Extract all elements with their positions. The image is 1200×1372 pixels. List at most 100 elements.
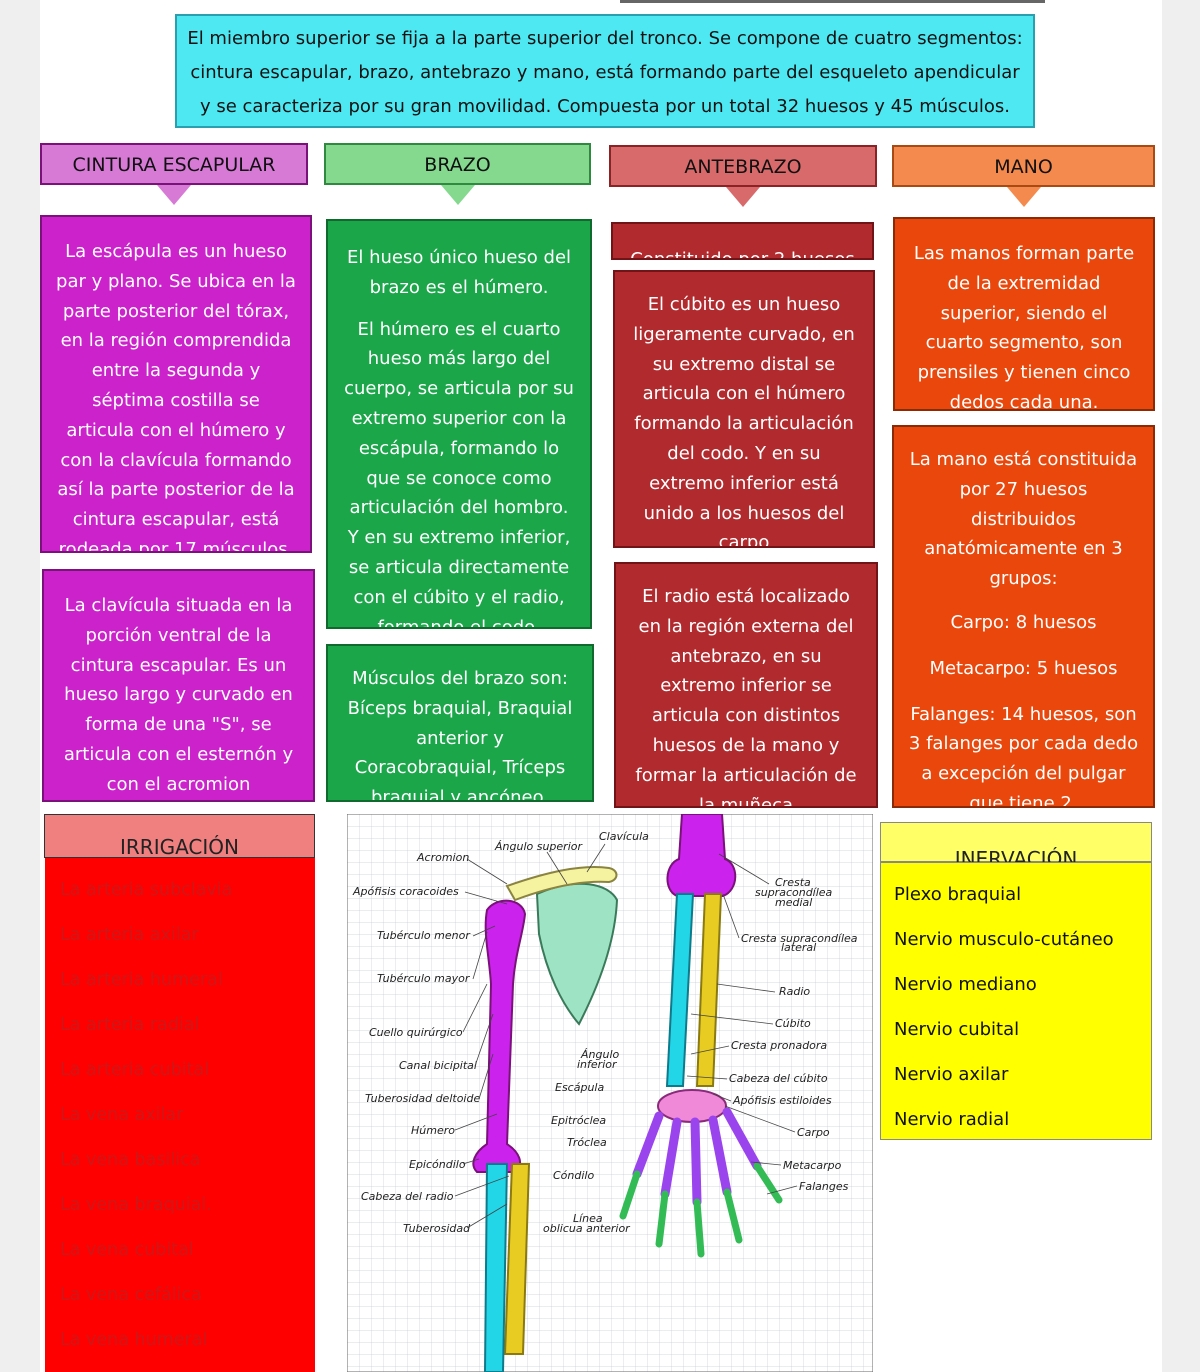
radio-box: El radio está localizado en la región ex…: [614, 562, 878, 808]
musculos-box: Músculos del brazo son: Bíceps braquial,…: [326, 644, 594, 802]
label-apofisis-estiloides: Apófisis estiloides: [732, 1094, 832, 1107]
cubito-line: ligeramente curvado, en: [633, 323, 855, 345]
musculos-line: braquial y ancóneo.: [370, 787, 550, 802]
header-brazo-label: BRAZO: [424, 154, 491, 176]
mano-falanges-line: a excepción del pulgar: [921, 763, 1126, 785]
humerus-bone: [472, 899, 527, 1173]
clavicula-box: La clavícula situada en la porción ventr…: [42, 569, 315, 802]
label-metacarpo: Metacarpo: [783, 1159, 842, 1172]
humero-line: extremo superior con la: [351, 407, 567, 429]
label-falanges: Falanges: [799, 1180, 849, 1193]
musculos-line: Coracobraquial, Tríceps: [354, 757, 566, 779]
header-mano: MANO: [892, 145, 1155, 207]
list-item: Nervio musculo-cutáneo: [894, 929, 1114, 950]
label-acromion: Acromion: [416, 851, 469, 864]
label-troclea: Tróclea: [567, 1136, 607, 1149]
list-item: La vena cefálica: [60, 1285, 202, 1305]
label-carpo: Carpo: [797, 1126, 830, 1139]
header-brazo: BRAZO: [324, 143, 591, 205]
humero-line: con el cúbito y el radio,: [353, 586, 565, 608]
mano-metacarpo: Metacarpo: 5 huesos: [929, 657, 1118, 679]
mano-huesos-line: grupos:: [989, 568, 1058, 590]
metacarpal-bones: [632, 1107, 762, 1207]
radius-forearm-bone: [695, 893, 723, 1087]
label-canal-bicipital: Canal bicipital: [399, 1059, 477, 1072]
label-tuberosidad: Tuberosidad: [403, 1222, 471, 1235]
escapula-line: con la clavícula formando: [60, 449, 292, 471]
musculos-line: Bíceps braquial, Braquial: [347, 697, 573, 719]
clavicula-line: forma de una "S", se: [85, 714, 272, 736]
humero-line: cuerpo, se articula por su: [344, 378, 574, 400]
cubito-line: formando la articulación: [634, 413, 854, 435]
label-tuberculo-menor: Tubérculo menor: [377, 929, 471, 942]
radio-line: en la región externa del: [638, 615, 854, 637]
humero-line: que se conoce como: [366, 467, 552, 489]
label-tuberculo-mayor: Tubérculo mayor: [377, 972, 471, 985]
mano-intro-line: prensiles y tienen cinco: [917, 362, 1131, 384]
label-cresta-medial-2: supracondílea: [755, 886, 833, 899]
intro-line-3: y se caracteriza por su gran movilidad. …: [199, 96, 1011, 117]
list-item: La vena basilica: [60, 1150, 201, 1170]
label-cabeza-radio: Cabeza del radio: [361, 1190, 454, 1203]
clavicula-line: articula con el esternón y: [63, 743, 294, 765]
cubito-line: unido a los huesos del: [643, 502, 845, 524]
leader-lines: [454, 843, 798, 1229]
constituido-label: Constituido por 2 huesos: [630, 249, 855, 260]
scapula-bone: [535, 882, 619, 1026]
list-item: La vena cubital: [60, 1240, 194, 1260]
ulna-bone: [483, 1163, 509, 1372]
mano-intro-line: de la extremidad: [947, 272, 1101, 294]
label-cresta-lateral-1: Cresta supracondílea: [741, 932, 858, 945]
humero-line: escápula, formando lo: [358, 437, 560, 459]
intro-line-2: cintura escapular, brazo, antebrazo y ma…: [190, 62, 1020, 83]
escapula-box: La escápula es un hueso par y plano. Se …: [40, 215, 312, 553]
list-item: Nervio radial: [894, 1109, 1010, 1130]
top-divider: [620, 0, 1045, 3]
header-antebrazo: ANTEBRAZO: [609, 145, 877, 207]
cubito-line: articula con el húmero: [642, 383, 846, 405]
header-irrigacion: IRRIGACIÓN: [44, 814, 315, 859]
label-angulo-superior: Ángulo superior: [494, 840, 583, 853]
label-cabeza-cubito: Cabeza del cúbito: [729, 1072, 828, 1085]
mano-huesos-line: por 27 huesos: [959, 478, 1088, 500]
arrow-down-icon: [726, 187, 760, 207]
cubito-box: El cúbito es un hueso ligeramente curvad…: [613, 270, 875, 548]
label-linea-oblicua-2: oblicua anterior: [543, 1222, 631, 1235]
mano-intro-box: Las manos forman parte de la extremidad …: [893, 217, 1155, 411]
cubito-line: extremo inferior está: [649, 472, 839, 494]
escapula-line: par y plano. Se ubica en la: [56, 270, 296, 292]
label-cresta-medial-3: medial: [775, 896, 812, 909]
mano-intro-line: cuarto segmento, son: [925, 332, 1123, 354]
label-apofisis-coracoides: Apófisis coracoides: [352, 885, 459, 898]
ulna-forearm-bone: [665, 893, 695, 1087]
header-inervacion: INERVACIÓN: [880, 822, 1152, 871]
cubito-line: su extremo distal se: [652, 353, 836, 375]
humero-line: formando el codo.: [377, 616, 541, 629]
list-item: La arteria humeral: [60, 970, 223, 990]
list-item: Plexo braquial: [894, 884, 1022, 905]
radio-line: antebrazo, en su: [670, 645, 822, 667]
list-item: La vena axilar: [60, 1105, 184, 1125]
skeleton-diagram: Acromion Ángulo superior Clavícula Apófi…: [347, 814, 873, 1372]
humero-line: articulación del hombro.: [349, 497, 569, 519]
clavicula-line: porción ventral de la: [85, 624, 272, 646]
arrow-down-icon: [157, 185, 191, 205]
label-cresta-lateral-2: lateral: [781, 941, 816, 954]
label-escapula: Escápula: [555, 1081, 604, 1094]
humero-line: brazo es el húmero.: [369, 276, 549, 298]
humerus-distal-bone: [666, 814, 737, 897]
mano-huesos-line: anatómicamente en 3: [924, 538, 1123, 560]
cubito-line: del codo. Y en su: [667, 442, 821, 464]
list-item: Nervio mediano: [894, 974, 1037, 995]
radio-line: articula con distintos: [651, 705, 841, 727]
arrow-down-icon: [1006, 187, 1041, 207]
irrigacion-list: La arteria subclavia La arteria axilar L…: [45, 858, 315, 1372]
list-item: La arteria cubital: [60, 1060, 210, 1080]
constituido-box: Constituido por 2 huesos: [611, 222, 874, 260]
humero-line: El húmero es el cuarto: [357, 318, 561, 340]
label-epitroclea: Epitróclea: [551, 1114, 606, 1127]
label-cresta-medial-1: Cresta: [775, 876, 811, 889]
radio-line: extremo inferior se: [660, 675, 832, 697]
escapula-line: cintura escapular, está: [72, 509, 280, 531]
escapula-line: séptima costilla se: [92, 389, 260, 411]
